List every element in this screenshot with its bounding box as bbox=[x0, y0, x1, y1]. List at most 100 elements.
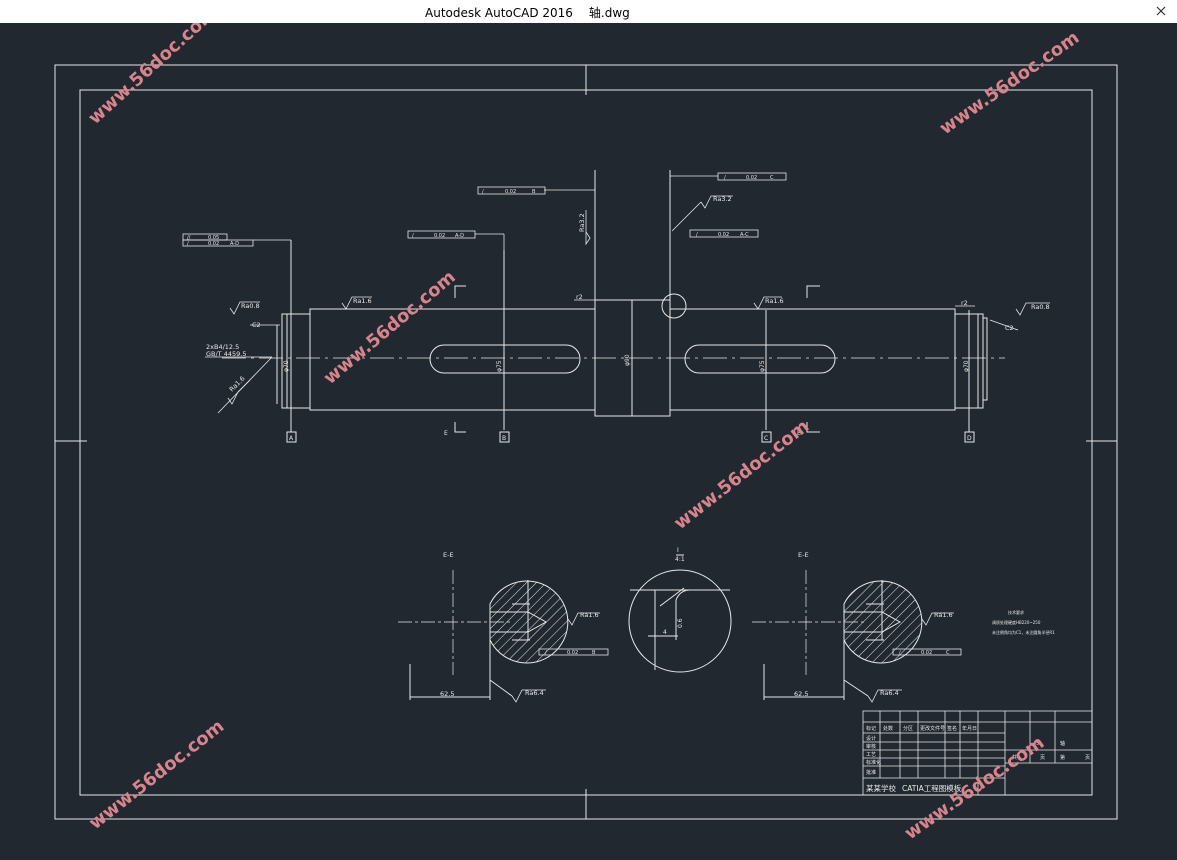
watermarks: www.56doc.com www.56doc.com www.56doc.co… bbox=[84, 3, 1083, 845]
section-view-right bbox=[752, 570, 923, 700]
svg-text:C: C bbox=[946, 650, 950, 656]
svg-text:www.56doc.com: www.56doc.com bbox=[320, 267, 460, 389]
svg-text:0.02: 0.02 bbox=[434, 233, 445, 239]
svg-text:更改文件号: 更改文件号 bbox=[920, 725, 945, 732]
svg-text:r2: r2 bbox=[576, 293, 583, 301]
svg-text:0.02: 0.02 bbox=[718, 232, 729, 238]
svg-text:调质处理硬度HB220~250: 调质处理硬度HB220~250 bbox=[992, 619, 1041, 625]
svg-text:Ra6.4: Ra6.4 bbox=[525, 689, 544, 697]
svg-text:分区: 分区 bbox=[903, 725, 913, 732]
svg-text:C: C bbox=[770, 175, 774, 181]
svg-text:审核: 审核 bbox=[866, 743, 876, 750]
svg-text:C2: C2 bbox=[1005, 324, 1014, 332]
svg-text:GB/T 4459.5: GB/T 4459.5 bbox=[206, 350, 246, 358]
svg-text:/: / bbox=[412, 233, 414, 239]
svg-text:Ra0.8: Ra0.8 bbox=[241, 302, 260, 310]
detail-dim-06: 0.6 bbox=[677, 618, 684, 628]
svg-text:工艺: 工艺 bbox=[866, 752, 876, 758]
keyway-dim-right: 62.5 bbox=[794, 690, 808, 698]
title-block-text: 标记 处数 分区 更改文件号 签名 年月日 设计 审核 工艺 标准化 批准 45… bbox=[866, 725, 1090, 776]
svg-text:页: 页 bbox=[1040, 755, 1045, 761]
svg-text:φ90: φ90 bbox=[624, 354, 631, 366]
section-view-left bbox=[398, 570, 569, 700]
datum-markers bbox=[286, 240, 975, 443]
roughness-text: Ra0.8 Ra1.6 Ra3.2 Ra3.2 Ra1.6 Ra0.8 Ra1.… bbox=[228, 195, 1050, 697]
svg-text:/: / bbox=[482, 189, 484, 195]
svg-text:A-C: A-C bbox=[740, 232, 749, 238]
svg-text:φ75: φ75 bbox=[759, 360, 766, 372]
annotation-text: C2 C2 r2 r2 2xB4/12.5 GB/T 4459.5 bbox=[206, 293, 1014, 358]
detail-dim-4: 4 bbox=[663, 629, 667, 636]
datum-letters: A B C D bbox=[289, 435, 972, 442]
frame-centering-marks bbox=[55, 65, 1117, 819]
svg-text:www.56doc.com: www.56doc.com bbox=[936, 27, 1083, 139]
datum-c-label: C bbox=[764, 435, 768, 442]
svg-text:年月日: 年月日 bbox=[962, 725, 977, 732]
svg-text:A-D: A-D bbox=[230, 241, 239, 247]
svg-text:0.02: 0.02 bbox=[505, 189, 516, 195]
roughness-symbols bbox=[227, 195, 1050, 703]
svg-text://: // bbox=[187, 235, 191, 241]
keyway-dim-left: 62.5 bbox=[440, 690, 454, 698]
file-name: 轴.dwg bbox=[588, 6, 630, 20]
section-label-right: E-E bbox=[798, 551, 809, 559]
section-label-left: E-E bbox=[443, 551, 454, 559]
svg-text:Ra0.8: Ra0.8 bbox=[1031, 303, 1050, 311]
svg-text:φ70: φ70 bbox=[283, 360, 290, 372]
svg-text:0.02: 0.02 bbox=[208, 241, 219, 247]
svg-text:www.56doc.com: www.56doc.com bbox=[670, 416, 813, 534]
svg-text:Ra6.4: Ra6.4 bbox=[880, 689, 899, 697]
svg-text:/: / bbox=[187, 241, 189, 247]
datum-a-label: A bbox=[289, 435, 294, 442]
svg-text:www.56doc.com: www.56doc.com bbox=[84, 23, 221, 129]
diameter-dims: φ70 φ75 φ90 φ75 φ70 bbox=[283, 354, 970, 372]
svg-text:0.02: 0.02 bbox=[921, 650, 932, 656]
svg-text:未注倒角均为C1，未注圆角半径R1: 未注倒角均为C1，未注圆角半径R1 bbox=[992, 629, 1055, 635]
tolerance-frames bbox=[182, 172, 962, 656]
detail-label: I bbox=[677, 547, 679, 554]
close-icon[interactable] bbox=[1153, 3, 1169, 19]
svg-text:设计: 设计 bbox=[866, 735, 876, 742]
svg-text:r2: r2 bbox=[961, 299, 968, 307]
svg-text:标记: 标记 bbox=[866, 725, 876, 732]
svg-text:页: 页 bbox=[1085, 755, 1090, 761]
svg-text:φ70: φ70 bbox=[963, 360, 970, 372]
svg-text:共: 共 bbox=[1012, 754, 1017, 761]
template-name: CATIA工程图模板 bbox=[902, 783, 962, 793]
svg-text:Ra1.6: Ra1.6 bbox=[765, 297, 784, 305]
svg-text:标准化: 标准化 bbox=[866, 759, 881, 766]
svg-text:Ra1.6: Ra1.6 bbox=[353, 297, 372, 305]
svg-text:B: B bbox=[532, 189, 536, 195]
svg-text:2xB4/12.5: 2xB4/12.5 bbox=[206, 343, 239, 351]
outer-frame bbox=[54, 64, 1118, 820]
svg-text:批准: 批准 bbox=[866, 769, 876, 776]
svg-text:45: 45 bbox=[1033, 741, 1039, 747]
svg-text:/: / bbox=[696, 232, 698, 238]
datum-b-label: B bbox=[502, 435, 506, 442]
technical-notes: 技术要求 调质处理硬度HB220~250 未注倒角均为C1，未注圆角半径R1 bbox=[992, 609, 1055, 635]
svg-text:技术要求: 技术要求 bbox=[1008, 609, 1024, 615]
svg-text:Ra1.6: Ra1.6 bbox=[934, 611, 953, 619]
svg-text:第: 第 bbox=[1060, 754, 1065, 761]
detail-scale: 4:1 bbox=[675, 556, 685, 563]
svg-text:/: / bbox=[724, 175, 726, 181]
svg-text:Ra1.6: Ra1.6 bbox=[580, 611, 599, 619]
svg-text:签名: 签名 bbox=[947, 725, 957, 732]
shaft-main-view bbox=[222, 170, 1005, 430]
svg-text:Ra3.2: Ra3.2 bbox=[578, 213, 586, 232]
svg-text:处数: 处数 bbox=[883, 725, 893, 732]
section-mark-e2: E bbox=[797, 430, 801, 437]
datum-d-label: D bbox=[967, 435, 972, 442]
title-block bbox=[862, 710, 1093, 796]
svg-text:Ra3.2: Ra3.2 bbox=[713, 195, 732, 203]
inner-frame bbox=[79, 89, 1093, 796]
svg-text:轴: 轴 bbox=[1060, 740, 1065, 747]
svg-text:0.05: 0.05 bbox=[208, 235, 219, 241]
svg-text:φ75: φ75 bbox=[496, 360, 503, 372]
leader-lines bbox=[205, 201, 1019, 414]
